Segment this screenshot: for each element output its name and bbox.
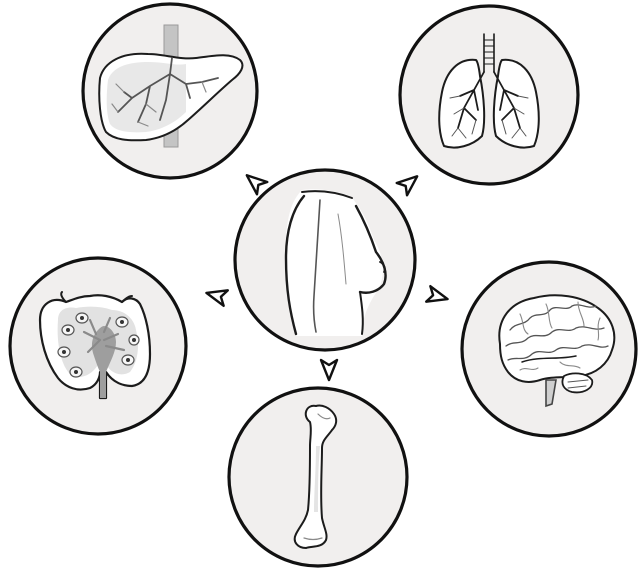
- arrow-to-brain: [426, 286, 449, 307]
- arrow-to-kidney: [204, 285, 227, 306]
- lung-circle: [400, 6, 578, 184]
- kidney-node: [10, 258, 186, 434]
- bone-node: [229, 388, 407, 566]
- arrow-to-liver: [242, 169, 268, 194]
- arrow-to-lungs: [397, 170, 423, 195]
- liver-node: [83, 4, 257, 178]
- lung-node: [400, 6, 578, 184]
- brain-node: [462, 262, 636, 436]
- breast-node: [235, 170, 415, 350]
- arrow-to-bone: [321, 360, 337, 380]
